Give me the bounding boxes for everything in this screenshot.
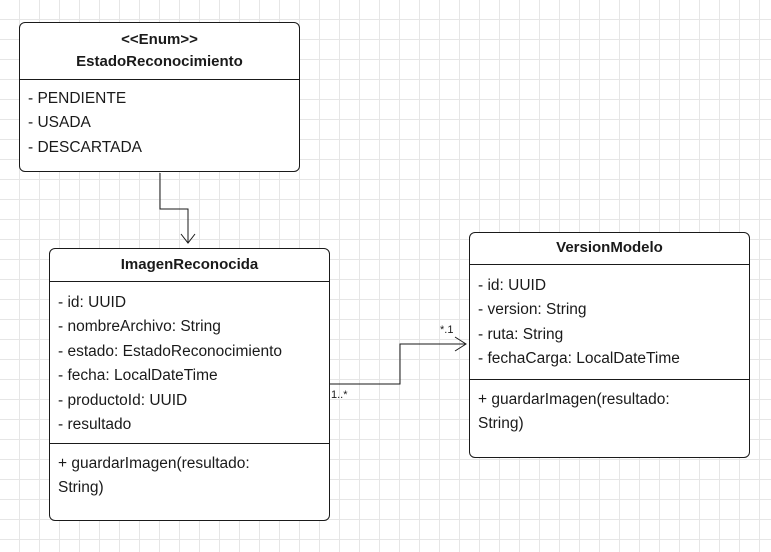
enum-to-imagen-arrowhead — [180, 233, 196, 244]
class-attribute: - resultado — [58, 416, 132, 434]
class-header: VersionModelo — [470, 233, 749, 265]
version-attributes-compartment: - id: UUID - version: String - ruta: Str… — [470, 265, 749, 379]
imagen-to-version-connector[interactable] — [330, 343, 466, 385]
class-header: ImagenReconocida — [50, 249, 329, 282]
class-attribute: - version: String — [478, 301, 587, 319]
imagen-to-version-arrowhead — [454, 336, 467, 352]
enum-value: - USADA — [28, 114, 91, 132]
version-class-box[interactable]: VersionModelo - id: UUID - version: Stri… — [469, 232, 750, 458]
class-attribute: - nombreArchivo: String — [58, 318, 221, 336]
enum-stereotype: <<Enum>> — [121, 31, 198, 48]
class-attribute: - productoId: UUID — [58, 391, 188, 409]
class-attribute: - id: UUID — [478, 277, 547, 294]
class-attribute: - id: UUID — [58, 294, 127, 311]
enum-values-compartment: - PENDIENTE - USADA - DESCARTADA — [20, 80, 299, 160]
imagen-class-box[interactable]: ImagenReconocida - id: UUID - nombreArch… — [49, 248, 330, 521]
version-operations-compartment: + guardarImagen(resultado: String) — [470, 378, 749, 436]
class-operation-line: + guardarImagen(resultado: — [478, 390, 670, 408]
class-attribute: - ruta: String — [478, 325, 564, 343]
target-multiplicity-label: *.1 — [440, 324, 453, 336]
enum-class-name: EstadoReconocimiento — [76, 53, 243, 70]
class-attribute: - estado: EstadoReconocimiento — [58, 342, 283, 360]
source-multiplicity-label: 1..* — [331, 389, 348, 401]
class-header: <<Enum>> EstadoReconocimiento — [20, 23, 299, 80]
class-attribute: - fecha: LocalDateTime — [58, 367, 218, 385]
enum-class-box[interactable]: <<Enum>> EstadoReconocimiento - PENDIENT… — [19, 22, 300, 172]
enum-to-imagen-connector[interactable] — [159, 173, 189, 243]
class-operation-line: String) — [58, 479, 104, 497]
class-operation-line: + guardarImagen(resultado: — [58, 455, 250, 473]
imagen-operations-compartment: + guardarImagen(resultado: String) — [50, 443, 329, 500]
enum-value: - PENDIENTE — [28, 90, 127, 107]
version-class-name: VersionModelo — [556, 239, 663, 256]
imagen-class-name: ImagenReconocida — [120, 256, 259, 273]
class-attribute: - fechaCarga: LocalDateTime — [478, 350, 680, 368]
imagen-attributes-compartment: - id: UUID - nombreArchivo: String - est… — [50, 282, 329, 443]
class-operation-line: String) — [478, 414, 524, 432]
enum-value: - DESCARTADA — [28, 138, 142, 156]
